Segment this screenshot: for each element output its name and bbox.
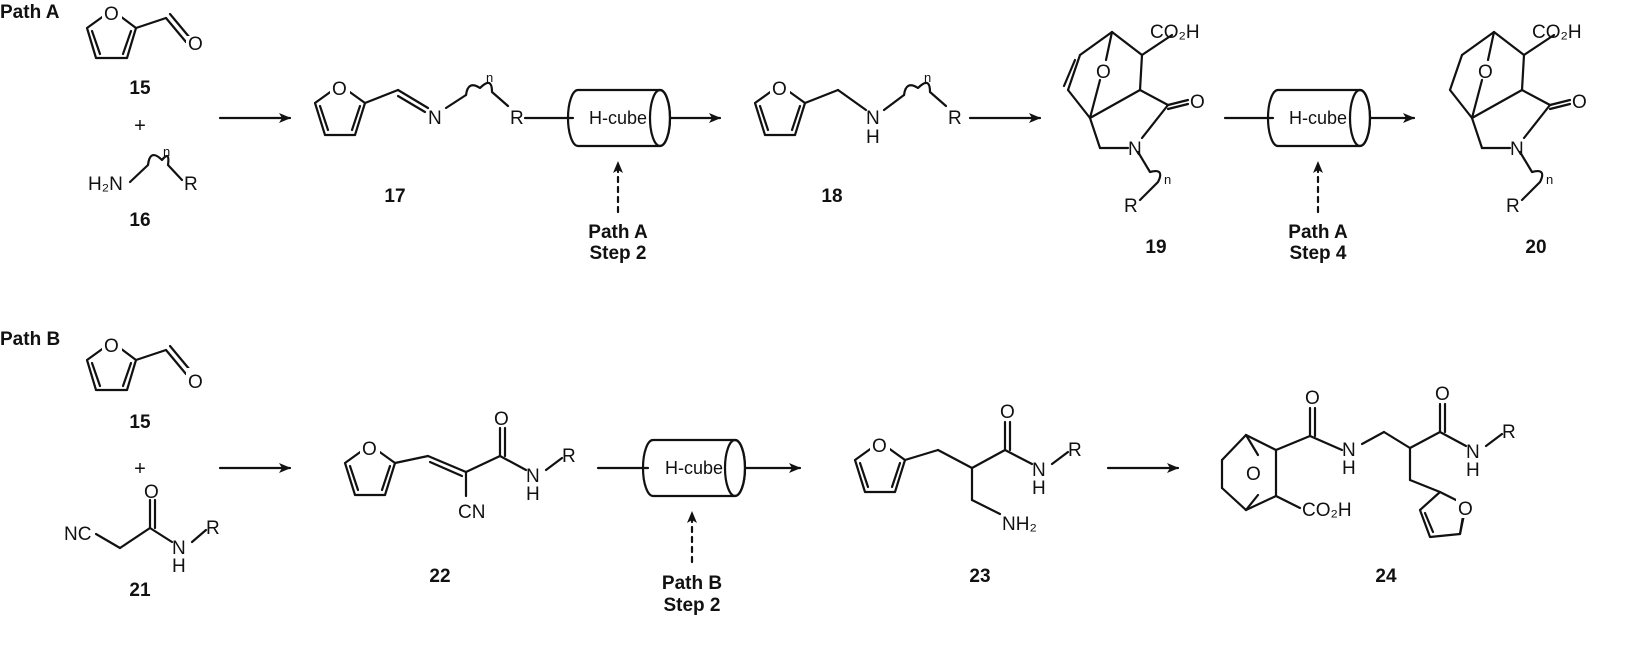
step-label: Step 4	[1289, 243, 1346, 264]
compound-15-structure: O O	[85, 336, 204, 393]
step-label: Path B	[662, 573, 722, 594]
compound-16-structure: H₂N n R	[88, 144, 198, 195]
hydrogen-atom: H	[526, 484, 540, 505]
oxygen-atom: O	[872, 436, 887, 457]
oxygen-atom: O	[188, 372, 203, 393]
compound-24-structure: O O O N H O N H R CO₂H	[1220, 384, 1516, 539]
nitrogen-atom: N	[172, 538, 186, 559]
path-a-label: Path A	[0, 2, 60, 23]
carboxylic-acid: CO₂H	[1150, 22, 1200, 43]
oxygen-atom: O	[1478, 62, 1493, 83]
r-group: R	[1506, 196, 1520, 217]
oxygen-atom: O	[104, 336, 119, 357]
amine-group: NH₂	[1002, 514, 1037, 535]
nitrile-group: NC	[64, 524, 91, 545]
hydrogen-atom: H	[1342, 458, 1356, 479]
nitrogen-atom: N	[428, 108, 442, 129]
oxygen-atom: O	[1096, 62, 1111, 83]
nitrogen-atom: N	[1342, 440, 1356, 461]
nitrogen-atom: N	[866, 108, 880, 129]
compound-number: 23	[969, 566, 990, 587]
repeat-index: n	[1546, 172, 1553, 187]
oxygen-atom: O	[494, 409, 509, 430]
nitrogen-atom: N	[1128, 139, 1142, 160]
repeat-index: n	[924, 70, 931, 85]
r-group: R	[510, 108, 524, 129]
nitrogen-atom: N	[1032, 460, 1046, 481]
repeat-index: n	[486, 70, 493, 85]
carboxylic-acid: CO₂H	[1532, 22, 1582, 43]
carboxylic-acid: CO₂H	[1302, 500, 1352, 521]
repeat-index: n	[163, 144, 170, 159]
oxygen-atom: O	[144, 482, 159, 503]
oxygen-atom: O	[188, 34, 203, 55]
h-cube-reactor: H-cube Path A Step 4	[1223, 88, 1416, 264]
r-group: R	[1124, 196, 1138, 217]
hydrogen-atom: H	[1032, 478, 1046, 499]
nitrogen-atom: N	[1466, 442, 1480, 463]
nitrogen-atom: N	[1510, 139, 1524, 160]
oxygen-atom: O	[362, 439, 377, 460]
compound-number: 21	[129, 580, 151, 601]
compound-number: 15	[129, 412, 151, 433]
oxygen-atom: O	[104, 4, 119, 25]
step-label: Path A	[588, 222, 648, 243]
reactor-label: H-cube	[589, 108, 647, 128]
plus-sign: +	[134, 115, 146, 137]
nitrile-group: CN	[458, 502, 485, 523]
compound-number: 16	[129, 210, 150, 231]
compound-15-structure: O O	[85, 4, 204, 60]
r-group: R	[184, 174, 198, 195]
compound-number: 19	[1145, 237, 1166, 258]
hydrogen-atom: H	[866, 127, 880, 148]
compound-number: 17	[384, 186, 405, 207]
r-group: R	[948, 108, 962, 129]
compound-20-structure: O CO₂H O N n R	[1448, 22, 1587, 217]
r-group: R	[562, 446, 576, 467]
r-group: R	[1502, 422, 1516, 443]
oxygen-atom: O	[1190, 92, 1205, 113]
oxygen-atom: O	[1305, 388, 1320, 409]
step-label: Step 2	[589, 243, 646, 264]
plus-sign: +	[134, 458, 146, 480]
compound-18-structure: O N H n R	[753, 70, 962, 148]
step-label: Step 2	[663, 595, 720, 616]
compound-number: 24	[1375, 566, 1397, 587]
compound-number: 15	[129, 78, 151, 99]
compound-17-structure: O N n R	[313, 70, 524, 137]
oxygen-atom: O	[1572, 92, 1587, 113]
repeat-index: n	[1164, 172, 1171, 187]
compound-number: 18	[821, 186, 842, 207]
compound-number: 20	[1525, 237, 1546, 258]
compound-22-structure: O CN O N H R	[343, 409, 576, 523]
oxygen-atom: O	[1246, 464, 1261, 485]
reactor-label: H-cube	[1289, 108, 1347, 128]
compound-23-structure: O O N H R NH₂	[853, 402, 1082, 535]
oxygen-atom: O	[772, 79, 787, 100]
compound-21-structure: NC O N H R	[64, 482, 220, 577]
nitrogen-atom: N	[526, 466, 540, 487]
oxygen-atom: O	[1000, 402, 1015, 423]
h-cube-reactor: H-cube Path B Step 2	[596, 438, 802, 616]
oxygen-atom: O	[1458, 499, 1473, 520]
reactor-label: H-cube	[665, 458, 723, 478]
r-group: R	[206, 518, 220, 539]
amine-group: H₂N	[88, 174, 123, 195]
h-cube-reactor: H-cube Path A Step 2	[523, 88, 722, 264]
compound-19-structure: O CO₂H O N n R	[1062, 22, 1205, 217]
step-label: Path A	[1288, 222, 1348, 243]
path-b-label: Path B	[0, 329, 60, 350]
oxygen-atom: O	[332, 79, 347, 100]
hydrogen-atom: H	[172, 556, 186, 577]
r-group: R	[1068, 440, 1082, 461]
hydrogen-atom: H	[1466, 460, 1480, 481]
compound-number: 22	[429, 566, 450, 587]
oxygen-atom: O	[1435, 384, 1450, 405]
